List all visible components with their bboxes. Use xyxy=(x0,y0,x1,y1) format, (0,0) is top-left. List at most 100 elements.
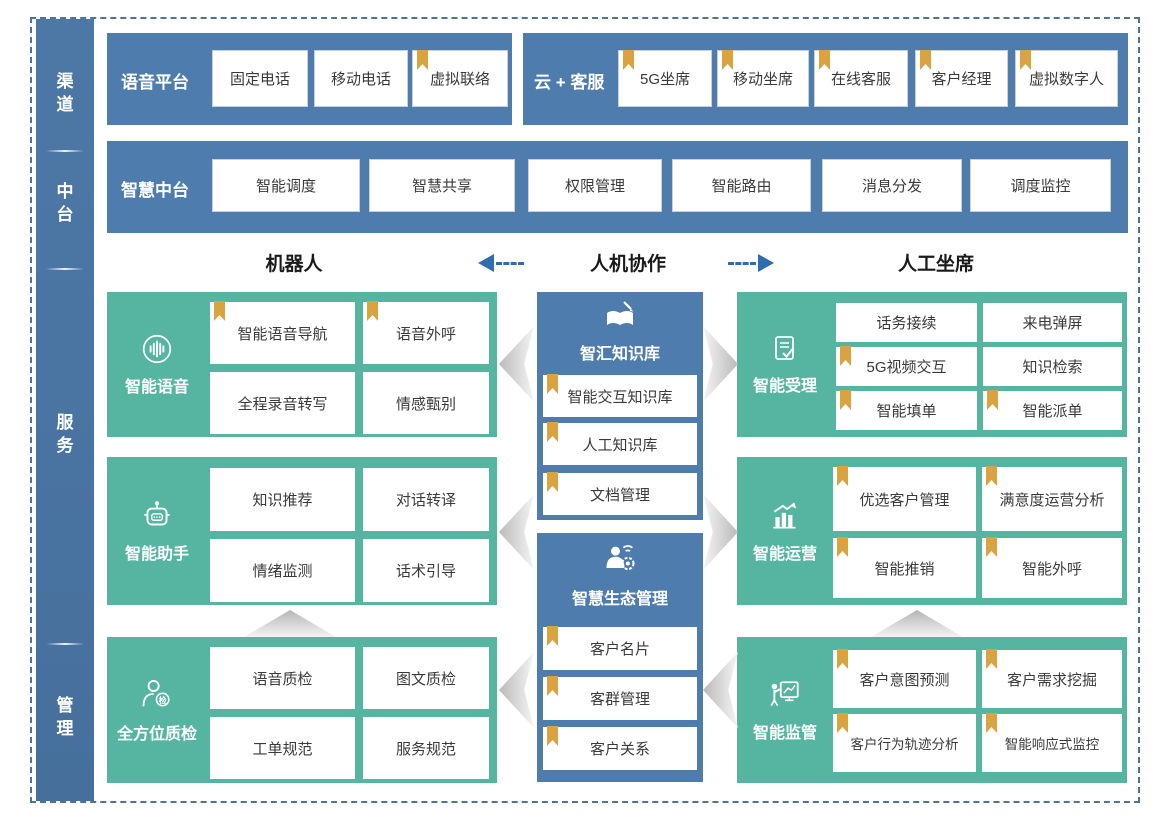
feature-card: 知识检索 xyxy=(983,347,1122,386)
robot-icon xyxy=(144,500,170,525)
middleware-card-label: 消息分发 xyxy=(861,178,922,195)
feature-card-label: 情感甄别 xyxy=(395,395,456,413)
knowledge-card-label: 文档管理 xyxy=(589,486,650,504)
sidebar-divider xyxy=(46,150,84,152)
channel-card: 虚拟数字人 xyxy=(1015,50,1118,107)
block-title: 智慧生态管理 xyxy=(571,591,668,608)
block-quality-inspection-head: 检 全方位质检 xyxy=(107,637,207,783)
bookmark-icon xyxy=(367,301,378,321)
block-title: 智能监管 xyxy=(752,724,817,742)
block-smart-operations: 智能运营 优选客户管理 满意度运营分析 智能推销 智能外呼 xyxy=(737,457,1127,605)
block-smart-operations-head: 智能运营 xyxy=(737,457,833,605)
feature-card-label: 满意度运营分析 xyxy=(999,491,1105,509)
feature-card: 优选客户管理 xyxy=(833,466,976,531)
bookmark-icon xyxy=(986,649,997,669)
bookmark-icon xyxy=(840,346,851,366)
ecosystem-manager-icon xyxy=(606,545,635,571)
middleware-card: 智能路由 xyxy=(672,159,811,212)
bookmark-icon xyxy=(819,50,830,70)
layer-sidebar: 渠道 中台 服务 管理 xyxy=(36,19,94,801)
arrow-right-head xyxy=(758,254,774,272)
document-check-icon xyxy=(775,336,794,360)
bookmark-icon xyxy=(920,50,931,70)
feature-card: 客户需求挖掘 xyxy=(982,649,1122,708)
layer-label-management: 管理 xyxy=(56,696,74,738)
bookmark-icon xyxy=(547,676,558,696)
feature-card-label: 客户需求挖掘 xyxy=(1006,671,1097,689)
bookmark-icon xyxy=(623,50,634,70)
knowledge-card-label: 智能交互知识库 xyxy=(567,388,673,406)
bookmark-icon xyxy=(837,537,848,557)
feature-card-label: 图文质检 xyxy=(395,670,456,688)
sidebar-divider xyxy=(46,268,84,270)
channel-card: 移动坐席 xyxy=(717,50,809,107)
block-smart-voice-head: 智能语音 xyxy=(107,292,207,437)
block-ecosystem-management: 智慧生态管理 客户名片 客群管理 客户关系 xyxy=(537,533,703,782)
feature-card-label: 全程录音转写 xyxy=(237,395,328,413)
feature-card: 话务接续 xyxy=(836,303,977,342)
middleware-card: 智慧共享 xyxy=(369,159,515,212)
feature-card: 5G视频交互 xyxy=(836,346,977,386)
block-knowledge-base: 智汇知识库 智能交互知识库 人工知识库 文档管理 xyxy=(537,292,703,520)
feature-card: 客户意图预测 xyxy=(833,649,976,708)
feature-card: 智能填单 xyxy=(836,390,977,430)
channel-card: 客户经理 xyxy=(915,50,1008,107)
feature-card-label: 话务接续 xyxy=(876,315,937,332)
arrow-left-tail xyxy=(496,261,524,265)
feature-card-label: 优选客户管理 xyxy=(859,491,950,509)
feature-card: 话术引导 xyxy=(363,539,489,602)
feature-card: 服务规范 xyxy=(363,717,489,779)
diagram-dashed-border xyxy=(30,17,1140,803)
feature-card: 对话转译 xyxy=(363,468,489,531)
middleware-card: 权限管理 xyxy=(528,159,662,212)
knowledge-card: 客群管理 xyxy=(543,676,697,720)
block-title: 全方位质检 xyxy=(116,725,197,743)
bookmark-icon xyxy=(547,472,558,492)
bookmark-icon xyxy=(722,50,733,70)
feature-card: 智能派单 xyxy=(983,390,1122,430)
feature-card: 情感甄别 xyxy=(363,372,489,434)
sidebar-divider xyxy=(46,643,84,645)
feature-card: 全程录音转写 xyxy=(210,372,355,434)
arrow-right-tail xyxy=(728,261,756,265)
bookmark-icon xyxy=(986,466,997,486)
block-title: 智能语音 xyxy=(124,379,189,396)
feature-card: 客户行为轨迹分析 xyxy=(833,713,976,772)
arrow-right-icon xyxy=(726,254,774,272)
feature-card: 智能外呼 xyxy=(982,537,1122,598)
middleware-card: 调度监控 xyxy=(970,159,1111,212)
feature-card: 图文质检 xyxy=(363,647,489,709)
channel-card: 固定电话 xyxy=(212,50,308,107)
middleware-card: 智能调度 xyxy=(212,159,360,212)
middleware-card-label: 调度监控 xyxy=(1010,178,1071,195)
block-title: 智汇知识库 xyxy=(579,346,660,363)
knowledge-card: 人工知识库 xyxy=(543,422,697,465)
feature-card-label: 语音外呼 xyxy=(395,325,456,343)
feature-card-label: 来电弹屏 xyxy=(1022,315,1083,332)
bookmark-icon xyxy=(837,466,848,486)
knowledge-card: 文档管理 xyxy=(543,472,697,515)
chart-growth-icon xyxy=(773,501,797,528)
bookmark-icon xyxy=(837,649,848,669)
block-smart-supervision: 智能监管 客户意图预测 客户需求挖掘 客户行为轨迹分析 智能响应式监控 xyxy=(737,637,1127,783)
cloud-service-panel: 云 + 客服 5G坐席 移动坐席 在线客服 客户经理 虚拟数字人 xyxy=(523,33,1128,125)
block-smart-acceptance: 智能受理 话务接续 来电弹屏 5G视频交互 知识检索 智能填单 智能派单 xyxy=(737,292,1127,437)
channel-card-label: 移动电话 xyxy=(330,71,391,88)
feature-card: 智能响应式监控 xyxy=(982,713,1122,772)
voice-platform-title: 语音平台 xyxy=(121,73,189,92)
channel-card: 5G坐席 xyxy=(618,50,712,107)
feature-card-label: 智能派单 xyxy=(1022,403,1083,420)
bookmark-icon xyxy=(987,390,998,410)
feature-card-label: 情绪监测 xyxy=(252,563,313,580)
knowledge-card-label: 人工知识库 xyxy=(582,436,658,454)
layer-label-middle: 中台 xyxy=(56,182,74,224)
channel-card-label: 虚拟数字人 xyxy=(1028,71,1104,88)
feature-card-label: 智能填单 xyxy=(876,403,937,420)
bookmark-icon xyxy=(986,537,997,557)
feature-card-label: 5G视频交互 xyxy=(866,359,947,376)
channel-card-label: 固定电话 xyxy=(229,71,290,88)
feature-card-label: 知识检索 xyxy=(1022,359,1083,376)
block-smart-supervision-head: 智能监管 xyxy=(737,637,833,783)
channel-card-label: 虚拟联络 xyxy=(429,71,490,88)
layer-label-service: 服务 xyxy=(56,413,74,455)
